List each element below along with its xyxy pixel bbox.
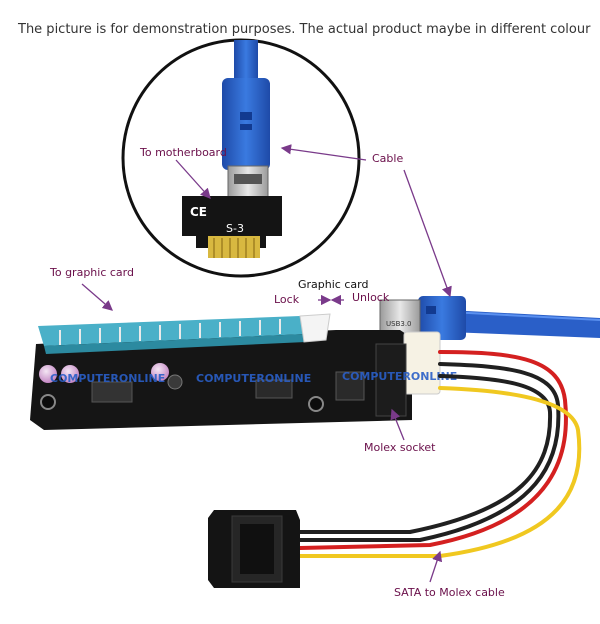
label-to-graphic-card: To graphic card	[50, 266, 134, 279]
watermark-2: COMPUTERONLINE	[196, 372, 311, 385]
watermark-3: COMPUTERONLINE	[342, 370, 457, 383]
ce-mark: CE	[190, 205, 207, 219]
model-mark: S-3	[226, 222, 244, 235]
label-cable: Cable	[372, 152, 404, 165]
capacitor-3	[151, 363, 169, 381]
label-graphic-card: Graphic card	[298, 278, 369, 291]
chip-1	[91, 381, 133, 403]
mount-hole-2	[308, 396, 324, 412]
callout-arrows	[81, 144, 452, 583]
label-to-motherboard: To motherboard	[140, 146, 227, 159]
label-unlock: Unlock	[352, 291, 390, 304]
usb-cable	[448, 310, 600, 338]
molex-socket-shape	[403, 331, 441, 395]
zoom-inset: CE S-3	[121, 38, 361, 278]
chip-3	[335, 371, 365, 401]
slot-latch	[299, 313, 331, 343]
mount-hole-1	[40, 394, 56, 410]
label-molex-socket: Molex socket	[364, 441, 436, 454]
slot-pins	[59, 319, 281, 345]
watermark-1: COMPUTERONLINE	[50, 372, 165, 385]
inset-cable	[234, 40, 258, 80]
demo-caption: The picture is for demonstration purpose…	[18, 22, 591, 37]
capacitor-2	[61, 365, 79, 383]
label-sata-to-molex: SATA to Molex cable	[394, 586, 505, 599]
capacitor-4	[167, 374, 183, 390]
inset-adapter-board	[182, 196, 282, 248]
sata-connector	[208, 510, 300, 588]
capacitor-1	[39, 365, 57, 383]
inset-gold-fingers	[208, 236, 260, 258]
power-wires	[298, 350, 582, 558]
chip-2	[255, 379, 293, 399]
usb-socket-mark: USB3.0	[386, 320, 412, 328]
riser-board	[30, 313, 441, 430]
label-lock: Lock	[274, 293, 300, 306]
